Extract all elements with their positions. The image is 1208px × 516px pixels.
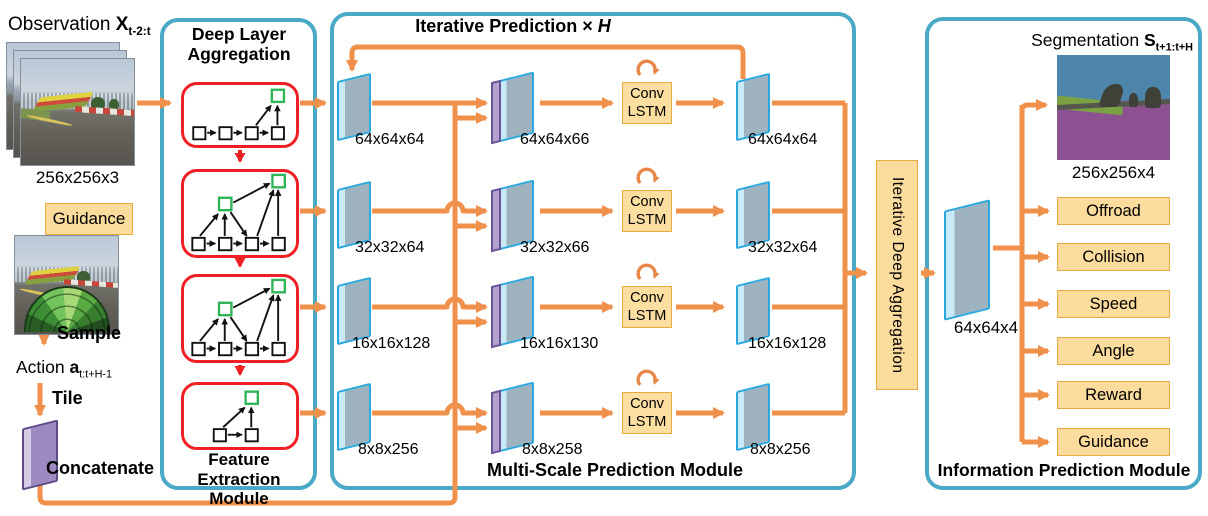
action-feature-map [22, 419, 58, 491]
segmented-object [1145, 86, 1161, 108]
output-map-8-size: 8x8x256 [750, 441, 811, 458]
aggregated-map-size: 64x64x4 [953, 318, 1019, 337]
recurrent-loop-icon [636, 167, 660, 185]
output-map-32-size: 32x32x64 [748, 239, 818, 256]
concat-map-16-size: 16x16x130 [520, 335, 599, 352]
output-collision: Collision [1057, 243, 1170, 271]
iterative-prediction-title: Iterative Prediction × H [415, 16, 611, 36]
output-reward: Reward [1057, 381, 1170, 409]
sample-label: Sample [57, 323, 122, 343]
observation-title: Observation Xt-2:t [8, 14, 151, 38]
recurrent-loop-icon [636, 263, 660, 281]
aggregated-map-64x64x4 [944, 199, 990, 321]
multi-scale-prediction-module-box [330, 12, 856, 490]
dla-stage-1 [181, 82, 299, 148]
output-offroad: Offroad [1057, 197, 1170, 225]
segmentation-title: Segmentation St+1:t+H [1031, 30, 1193, 54]
concat-strip [491, 79, 501, 145]
dla-graph-1 [192, 88, 286, 141]
output-guidance: Guidance [1057, 428, 1170, 456]
concat-map-32-size: 32x32x66 [520, 239, 590, 256]
segmented-object [1129, 92, 1139, 108]
observation-size: 256x256x3 [35, 168, 120, 187]
dla-graph-4 [212, 390, 259, 443]
concat-strip [491, 283, 501, 349]
output-speed: Speed [1057, 290, 1170, 318]
recurrent-loop-icon [636, 59, 660, 77]
dla-stage-2 [181, 169, 299, 258]
information-prediction-module-label: Information Prediction Module [937, 460, 1191, 480]
guidance-image [14, 235, 119, 335]
guidance-fan-overlay [23, 286, 110, 332]
concat-strip [491, 187, 501, 253]
dla-graph-3 [191, 278, 287, 356]
dla-graph-2 [191, 173, 287, 251]
dla-title: Deep Layer Aggregation [187, 24, 291, 65]
iterative-deep-aggregation-box: Iterative Deep Aggregation [876, 160, 918, 390]
input-map-64-size: 64x64x64 [355, 131, 425, 148]
recurrent-loop-icon [636, 369, 660, 387]
concat-strip [491, 389, 501, 455]
output-map-64-size: 64x64x64 [748, 131, 818, 148]
multi-scale-module-label: Multi-Scale Prediction Module [486, 460, 744, 480]
tile-label: Tile [52, 388, 83, 408]
action-title: Action at:t+H-1 [16, 357, 113, 381]
input-map-32-size: 32x32x64 [355, 239, 425, 256]
observation-image-front [20, 58, 135, 166]
dla-stage-4 [181, 382, 299, 450]
tree [109, 99, 120, 110]
segmentation-size: 256x256x4 [1071, 163, 1156, 182]
concatenate-label: Concatenate [46, 458, 155, 478]
segmentation-image [1057, 55, 1170, 160]
input-map-8-size: 8x8x256 [358, 441, 419, 458]
output-map-16-size: 16x16x128 [748, 335, 827, 352]
feature-extraction-module-label: Feature Extraction Module [197, 450, 281, 509]
input-map-16-size: 16x16x128 [352, 335, 431, 352]
concat-map-64-size: 64x64x66 [520, 131, 590, 148]
dla-stage-3 [181, 274, 299, 363]
tree [76, 271, 91, 284]
concat-map-8-size: 8x8x258 [522, 441, 583, 458]
output-angle: Angle [1057, 337, 1170, 365]
guidance-input-box: Guidance [45, 203, 133, 235]
feature-extraction-module-box [160, 18, 317, 490]
information-prediction-module-box [925, 17, 1202, 490]
